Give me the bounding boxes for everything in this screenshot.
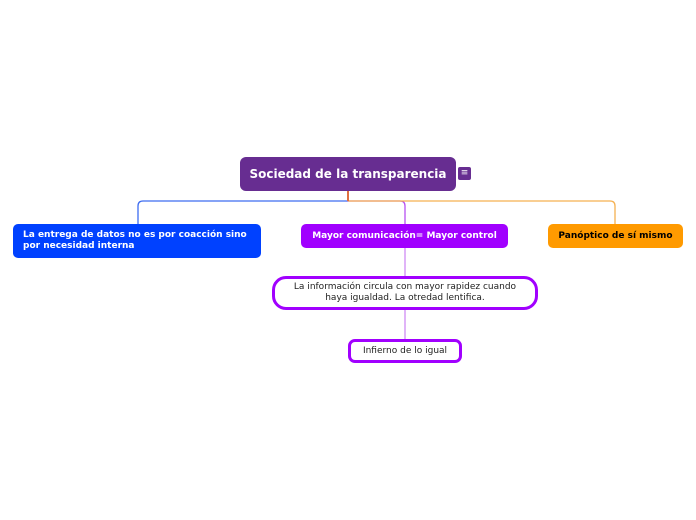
child-node-comunicacion[interactable]: Mayor comunicación= Mayor control xyxy=(301,224,508,248)
subnode-informacion[interactable]: La información circula con mayor rapidez… xyxy=(272,276,538,310)
notes-icon[interactable]: ≡ xyxy=(458,167,471,180)
child-node-entrega[interactable]: La entrega de datos no es por coacción s… xyxy=(13,224,261,258)
root-node[interactable]: Sociedad de la transparencia xyxy=(240,157,456,191)
child-node-panoptico[interactable]: Panóptico de sí mismo xyxy=(548,224,683,248)
subnode-infierno[interactable]: Infierno de lo igual xyxy=(348,339,462,363)
